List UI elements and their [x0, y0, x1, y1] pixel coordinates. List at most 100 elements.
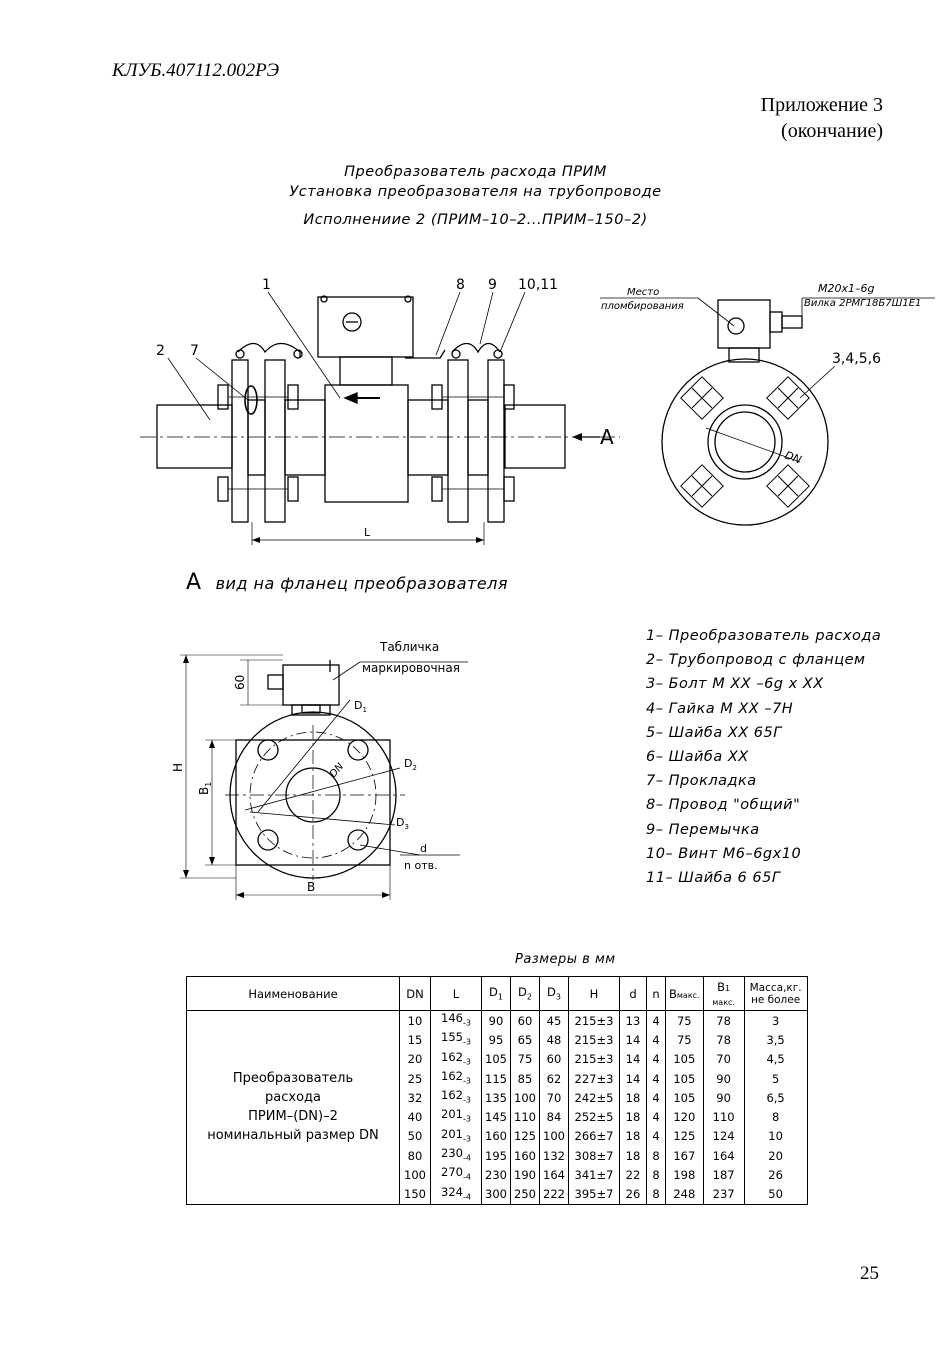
cell-d: 18	[619, 1146, 647, 1166]
callout-10-11: 10,11	[518, 277, 558, 293]
plate-label-2: маркировочная	[362, 661, 460, 675]
cell-b: 75	[665, 1010, 704, 1031]
plug-label: Вилка 2РМГ18Б7Ш1Е1	[804, 298, 921, 309]
cell-h: 215±3	[568, 1030, 620, 1050]
legend-item: 6– Шайба ХХ	[646, 749, 749, 766]
cell-d: 13	[619, 1010, 647, 1031]
header-mass: Масса,кг. не более	[743, 976, 808, 1011]
cell-b: 75	[665, 1030, 704, 1050]
cell-b: 198	[665, 1165, 704, 1185]
tolerance: -3	[462, 1134, 471, 1144]
cell-d2: 125	[510, 1126, 540, 1147]
view-a-text: вид на фланец преобразователя	[215, 574, 509, 593]
cell-d3: 45	[539, 1010, 569, 1031]
tolerance: -4	[462, 1153, 471, 1163]
cell-d: 22	[619, 1165, 647, 1185]
cell-h: 242±5	[568, 1088, 620, 1108]
flange-left-body	[264, 359, 286, 523]
cell-b: 105	[665, 1088, 704, 1108]
cell-m: 3,5	[743, 1030, 808, 1050]
cell-dn: 25	[399, 1068, 431, 1089]
cell-l: 201-3	[430, 1126, 482, 1147]
legend-item: 1– Преобразователь расхода	[646, 628, 882, 644]
dimensions-table: Наименование DN L D1 D2 D3 H d n Bмакс. …	[186, 976, 808, 1205]
cell-d3: 132	[539, 1146, 569, 1166]
callout-1: 1	[262, 277, 271, 293]
cell-b: 120	[665, 1107, 704, 1127]
cell-b: 105	[665, 1049, 704, 1069]
tolerance: -4	[462, 1191, 471, 1201]
cell-l: 162-3	[430, 1088, 482, 1108]
header-d: d	[619, 976, 647, 1011]
cell-l: 201-3	[430, 1107, 482, 1127]
cell-dn: 100	[399, 1165, 431, 1185]
cell-n: 4	[646, 1088, 666, 1108]
dn-label-view-a: DN	[328, 761, 347, 780]
cell-dn: 80	[399, 1146, 431, 1166]
cell-n: 8	[646, 1184, 666, 1205]
cell-l: 230-4	[430, 1146, 482, 1166]
cell-n: 4	[646, 1030, 666, 1050]
cell-d: 18	[619, 1088, 647, 1108]
page-number: 25	[860, 1263, 879, 1284]
seal-place-label-2: пломбирования	[601, 300, 684, 312]
cell-d1: 115	[481, 1068, 511, 1089]
header-l: L	[430, 976, 482, 1011]
cell-d: 14	[619, 1068, 647, 1089]
header-d2: D2	[510, 976, 540, 1011]
cell-d3: 48	[539, 1030, 569, 1050]
pipe-left	[156, 404, 233, 469]
flange-outer	[661, 358, 829, 526]
cell-n: 8	[646, 1146, 666, 1166]
cell-l: 155-3	[430, 1030, 482, 1050]
table-header-row: Наименование DN L D1 D2 D3 H d n Bмакс. …	[186, 976, 808, 1011]
cell-n: 4	[646, 1068, 666, 1089]
seal-place-label-1: Место	[627, 287, 659, 298]
cell-n: 4	[646, 1126, 666, 1147]
cell-d2: 65	[510, 1030, 540, 1050]
dimension-d3: D3	[396, 816, 409, 831]
view-arrow-a: A	[600, 425, 614, 449]
cell-n: 8	[646, 1165, 666, 1185]
cell-n: 4	[646, 1049, 666, 1069]
cell-d2: 60	[510, 1010, 540, 1031]
tolerance: -3	[462, 1095, 471, 1105]
header-d1: D1	[481, 976, 511, 1011]
body-outline	[235, 739, 391, 866]
dimension-b1: B1	[197, 782, 213, 795]
cell-d1: 195	[481, 1146, 511, 1166]
appendix-continuation: (окончание)	[781, 120, 883, 142]
cell-dn: 50	[399, 1126, 431, 1147]
cell-b1: 90	[702, 1088, 745, 1108]
cell-d: 14	[619, 1030, 647, 1050]
product-name-line: номинальный размер DN	[207, 1128, 379, 1144]
cell-dn: 40	[399, 1107, 431, 1127]
cell-m: 6,5	[743, 1088, 808, 1108]
cell-h: 227±3	[568, 1068, 620, 1089]
header-d3: D3	[539, 976, 569, 1011]
cell-d1: 105	[481, 1049, 511, 1069]
cell-d2: 85	[510, 1068, 540, 1089]
cell-dn: 32	[399, 1088, 431, 1108]
cell-d2: 250	[510, 1184, 540, 1205]
cell-h: 308±7	[568, 1146, 620, 1166]
cell-h: 215±3	[568, 1010, 620, 1031]
dimension-b: B	[307, 880, 315, 894]
cell-d1: 145	[481, 1107, 511, 1127]
cell-d: 18	[619, 1107, 647, 1127]
cell-d1: 95	[481, 1030, 511, 1050]
cell-d3: 164	[539, 1165, 569, 1185]
cell-m: 3	[743, 1010, 808, 1031]
dimension-60: 60	[233, 675, 247, 690]
legend-item: 11– Шайба 6 65Г	[646, 870, 781, 887]
callout-9: 9	[488, 277, 497, 293]
cell-d2: 190	[510, 1165, 540, 1185]
cell-b1: 124	[702, 1126, 745, 1147]
dimension-d1: D1	[354, 699, 367, 714]
